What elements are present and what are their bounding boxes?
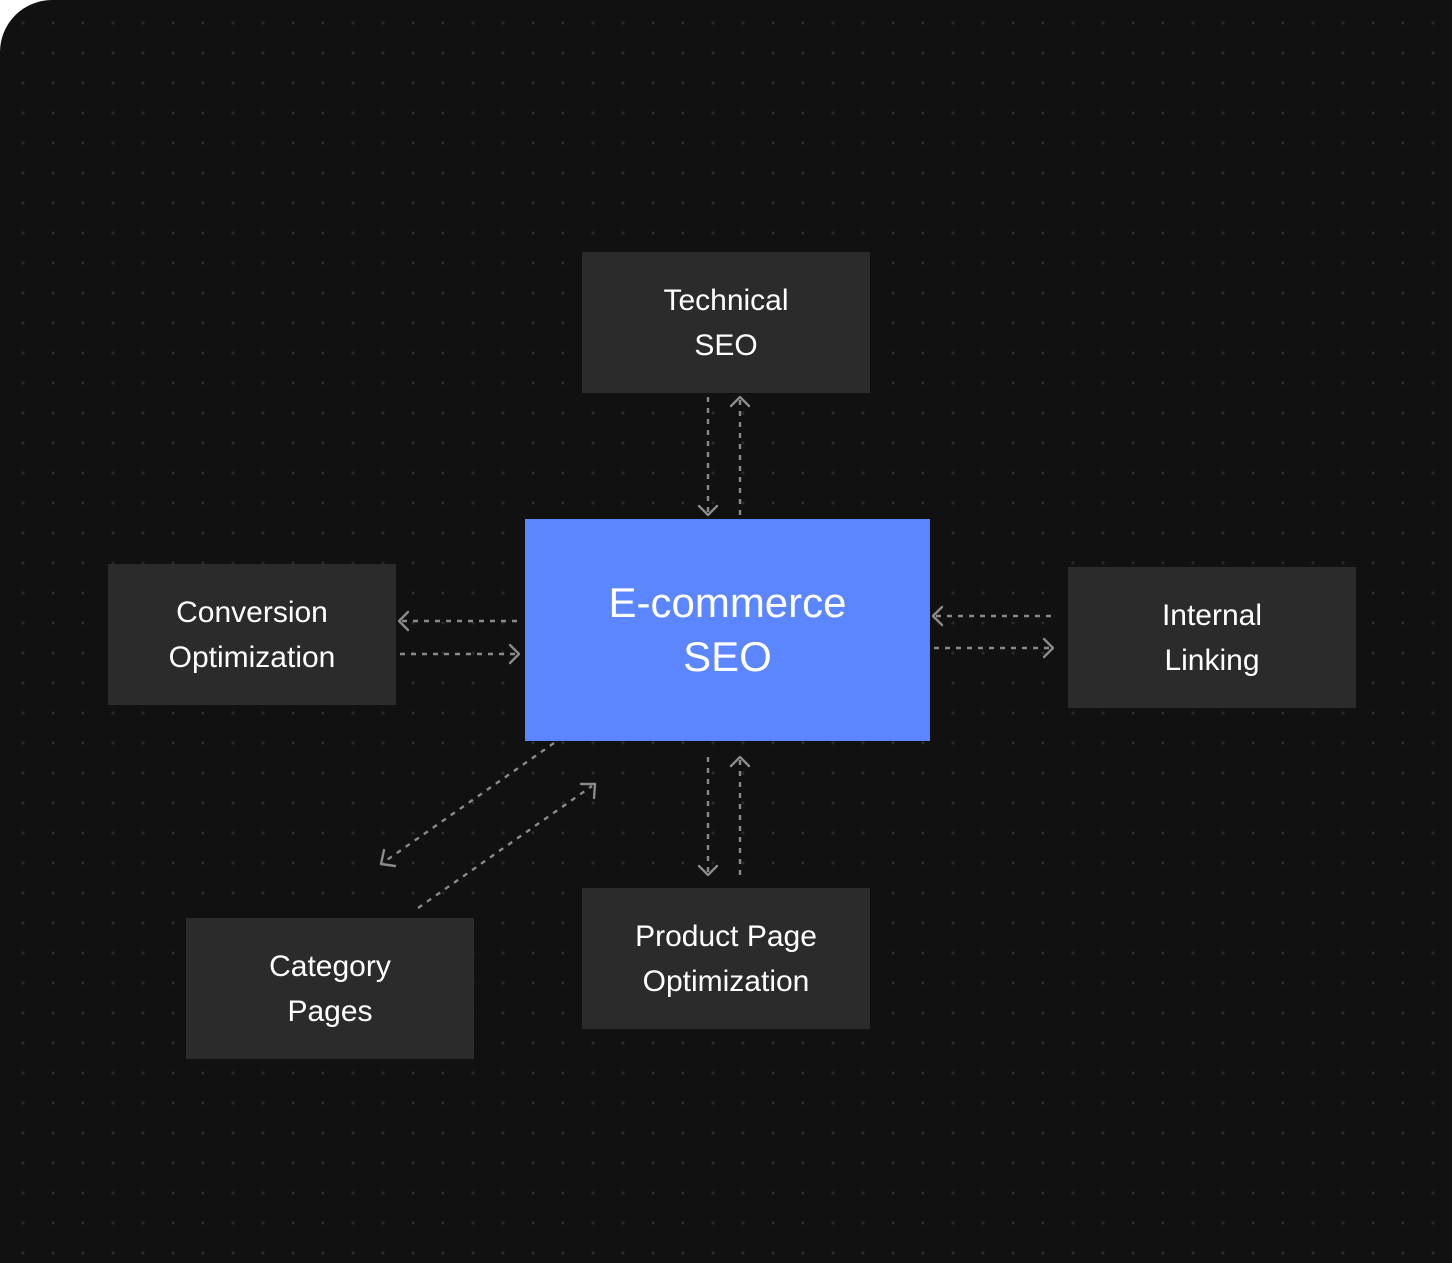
connector-technical: [697, 395, 751, 517]
conversion-optimization-label-line1: Conversion: [176, 595, 328, 629]
internal-linking-node: Internal Linking: [1068, 567, 1356, 708]
conversion-optimization-node: Conversion Optimization: [108, 564, 396, 705]
category-pages-label-line2: Pages: [287, 994, 373, 1028]
internal-linking-label-line2: Linking: [1164, 643, 1260, 677]
technical-seo-label-line1: Technical: [663, 283, 789, 317]
product-page-optimization-label-line2: Optimization: [642, 964, 810, 998]
connector-product: [697, 755, 751, 877]
product-page-optimization-label-line1: Product Page: [635, 919, 817, 953]
connector-internal: [931, 605, 1055, 659]
conversion-optimization-label-line2: Optimization: [168, 640, 336, 674]
category-pages-label-line1: Category: [269, 949, 391, 983]
technical-seo-node: Technical SEO: [582, 252, 870, 393]
technical-seo-label-line2: SEO: [694, 328, 758, 362]
category-pages-node: Category Pages: [186, 918, 474, 1059]
connector-conversion: [397, 610, 521, 665]
product-page-optimization-node: Product Page Optimization: [582, 888, 870, 1029]
ecommerce-seo-center-node: E-commerce SEO: [525, 519, 930, 741]
ecommerce-seo-label-line2: SEO: [683, 633, 772, 680]
connector-category: [379, 742, 597, 909]
ecommerce-seo-label-line1: E-commerce: [608, 579, 847, 626]
internal-linking-label-line1: Internal: [1161, 598, 1263, 632]
